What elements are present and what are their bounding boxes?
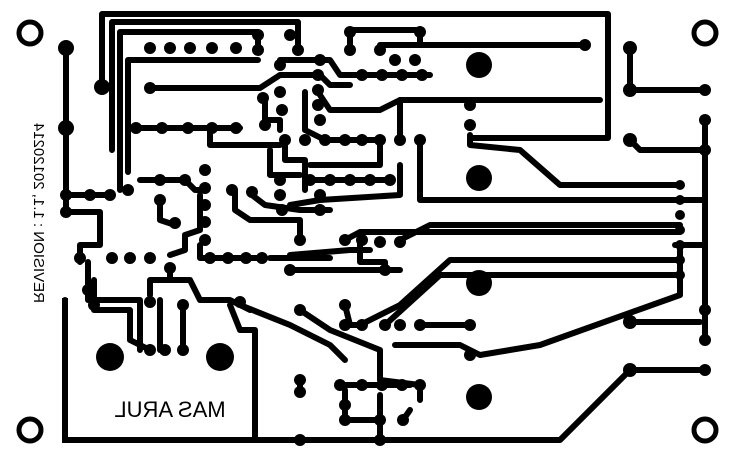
- mounting-hole: [16, 19, 44, 47]
- trace: [167, 192, 203, 258]
- trace: [232, 187, 303, 243]
- trace: [109, 19, 301, 153]
- large-pad: [466, 52, 492, 78]
- large-pad: [466, 270, 492, 296]
- trace: [282, 137, 308, 193]
- trace: [417, 137, 683, 203]
- trace: [317, 92, 603, 113]
- large-pad: [206, 343, 234, 371]
- trace: [302, 89, 383, 143]
- mounting-hole: [691, 416, 719, 444]
- trace: [397, 222, 683, 243]
- trace: [267, 147, 303, 178]
- trace: [377, 42, 588, 51]
- trace: [61, 209, 103, 265]
- silkscreen-text: MAS ARUL REVISION : 1.1, 20120214: [30, 123, 226, 422]
- trace: [357, 257, 683, 328]
- trace: [392, 242, 683, 358]
- large-pad: [466, 384, 492, 410]
- trace: [99, 11, 611, 141]
- trace: [262, 97, 283, 133]
- trace: [227, 302, 258, 443]
- trace: [287, 247, 373, 258]
- trace: [287, 162, 403, 208]
- trace: [467, 132, 683, 188]
- mounting-holes: [16, 19, 719, 444]
- mounting-hole: [691, 19, 719, 47]
- trace: [147, 277, 188, 298]
- trace: [147, 72, 353, 91]
- trace: [125, 57, 261, 175]
- trace: [207, 125, 283, 148]
- trace: [85, 259, 143, 353]
- copper-pads: [58, 26, 711, 446]
- trace: [377, 367, 708, 443]
- large-pad: [96, 343, 124, 371]
- mounting-hole: [16, 416, 44, 444]
- revision-text: REVISION : 1.1, 20120214: [30, 123, 47, 303]
- ground-strip: [62, 298, 68, 443]
- large-pads: [96, 52, 492, 410]
- large-pad: [466, 165, 492, 191]
- board-name-text: MAS ARUL: [114, 397, 225, 422]
- trace: [382, 272, 683, 328]
- trace: [307, 137, 383, 168]
